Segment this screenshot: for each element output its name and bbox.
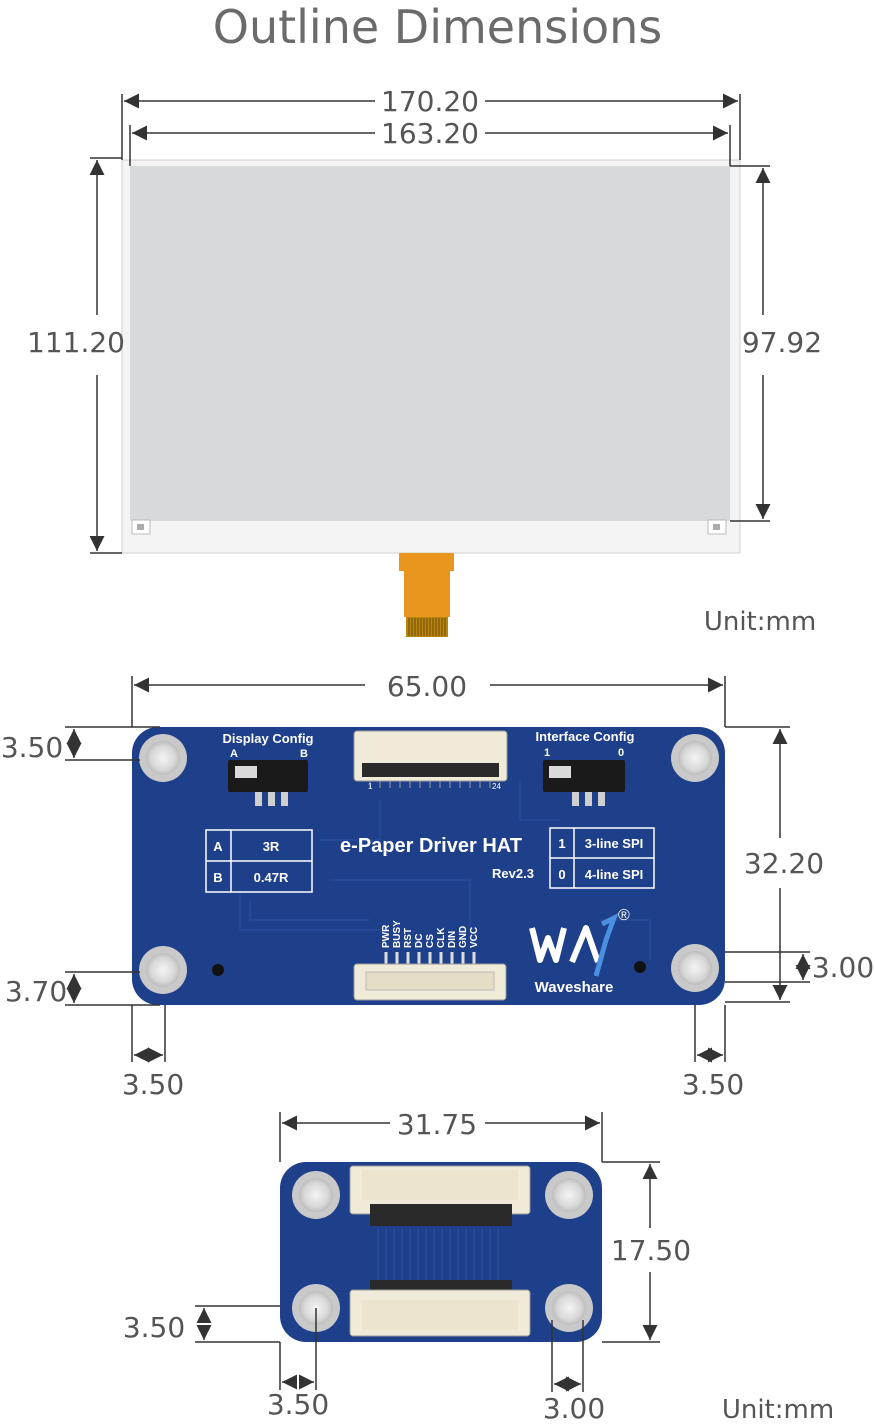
svg-text:1: 1 [368,782,373,791]
display-width-active: 163.20 [381,117,479,150]
svg-text:0.47R: 0.47R [254,870,289,885]
svg-text:A: A [213,839,223,854]
page-title: Outline Dimensions [212,0,663,54]
svg-text:1: 1 [558,836,565,851]
resistor-config-table [205,829,313,893]
svg-text:RST: RST [403,928,414,948]
hat-hole-offset-left: 3.50 [122,1068,184,1101]
pin-labels: PWR BUSY RST DC CS CLK DIN GND VCC [381,920,480,948]
svg-text:B: B [300,748,308,760]
epaper-display [121,159,741,637]
svg-text:CLK: CLK [436,927,447,948]
display-config-switch [228,760,308,806]
adapter-hole-offset-left: 3.50 [267,1388,329,1421]
svg-text:DC: DC [414,934,425,948]
svg-text:24: 24 [492,782,501,791]
svg-text:CS: CS [425,934,436,948]
spi-config-table [549,827,655,889]
svg-text:0: 0 [558,867,565,882]
svg-text:4-line SPI: 4-line SPI [585,867,644,882]
fpc-connector [349,1165,531,1226]
adapter-height: 17.50 [611,1234,691,1267]
display-width-outer: 170.20 [381,85,479,118]
mount-hole [139,734,719,994]
svg-text:0: 0 [618,747,624,759]
adapter-width: 31.75 [397,1108,477,1141]
fpc-connector: 1 24 [353,730,508,791]
adapter-hole-offset-bottom: 3.50 [123,1311,185,1344]
waveshare-logo: ® Waveshare [529,907,630,996]
board-title: e-Paper Driver HAT [340,835,522,857]
svg-text:GND: GND [458,926,469,948]
board-revision: Rev2.3 [492,866,534,881]
hat-height: 32.20 [744,847,824,880]
interface-config-label: Interface Config [536,729,635,744]
hat-hole-offset-top: 3.50 [1,731,63,764]
svg-text:BUSY: BUSY [392,920,403,948]
display-active-area [130,166,730,521]
adapter-board [280,1162,602,1342]
brand-label: Waveshare [535,979,614,996]
svg-text:3R: 3R [263,839,280,854]
mount-hole [292,1171,593,1332]
pin-header-connector [353,952,507,1001]
interface-config-switch [543,760,625,806]
hat-width: 65.00 [387,670,467,703]
fpc-cable [399,553,454,637]
svg-text:®: ® [618,907,630,924]
svg-text:A: A [230,748,238,760]
fpc-connector [349,1280,531,1337]
svg-text:PWR: PWR [381,924,392,948]
unit-label-bottom: Unit:mm [722,1395,834,1424]
display-height-outer: 111.20 [27,326,125,359]
adapter-hole-offset-right: 3.00 [543,1392,605,1424]
svg-text:3-line SPI: 3-line SPI [585,836,644,851]
display-config-label: Display Config [222,731,313,746]
svg-text:B: B [213,870,222,885]
hat-hole-offset-right-side: 3.00 [812,951,874,984]
hat-hole-offset-right: 3.50 [682,1068,744,1101]
svg-text:1: 1 [544,747,550,759]
display-height-active: 97.92 [742,326,822,359]
svg-text:VCC: VCC [469,927,480,948]
driver-hat-board: 1 24 Display Config A B Interface Config… [132,727,725,1005]
unit-label-top: Unit:mm [704,607,816,637]
svg-text:DIN: DIN [447,931,458,948]
hat-hole-offset-bottom: 3.70 [5,975,67,1008]
